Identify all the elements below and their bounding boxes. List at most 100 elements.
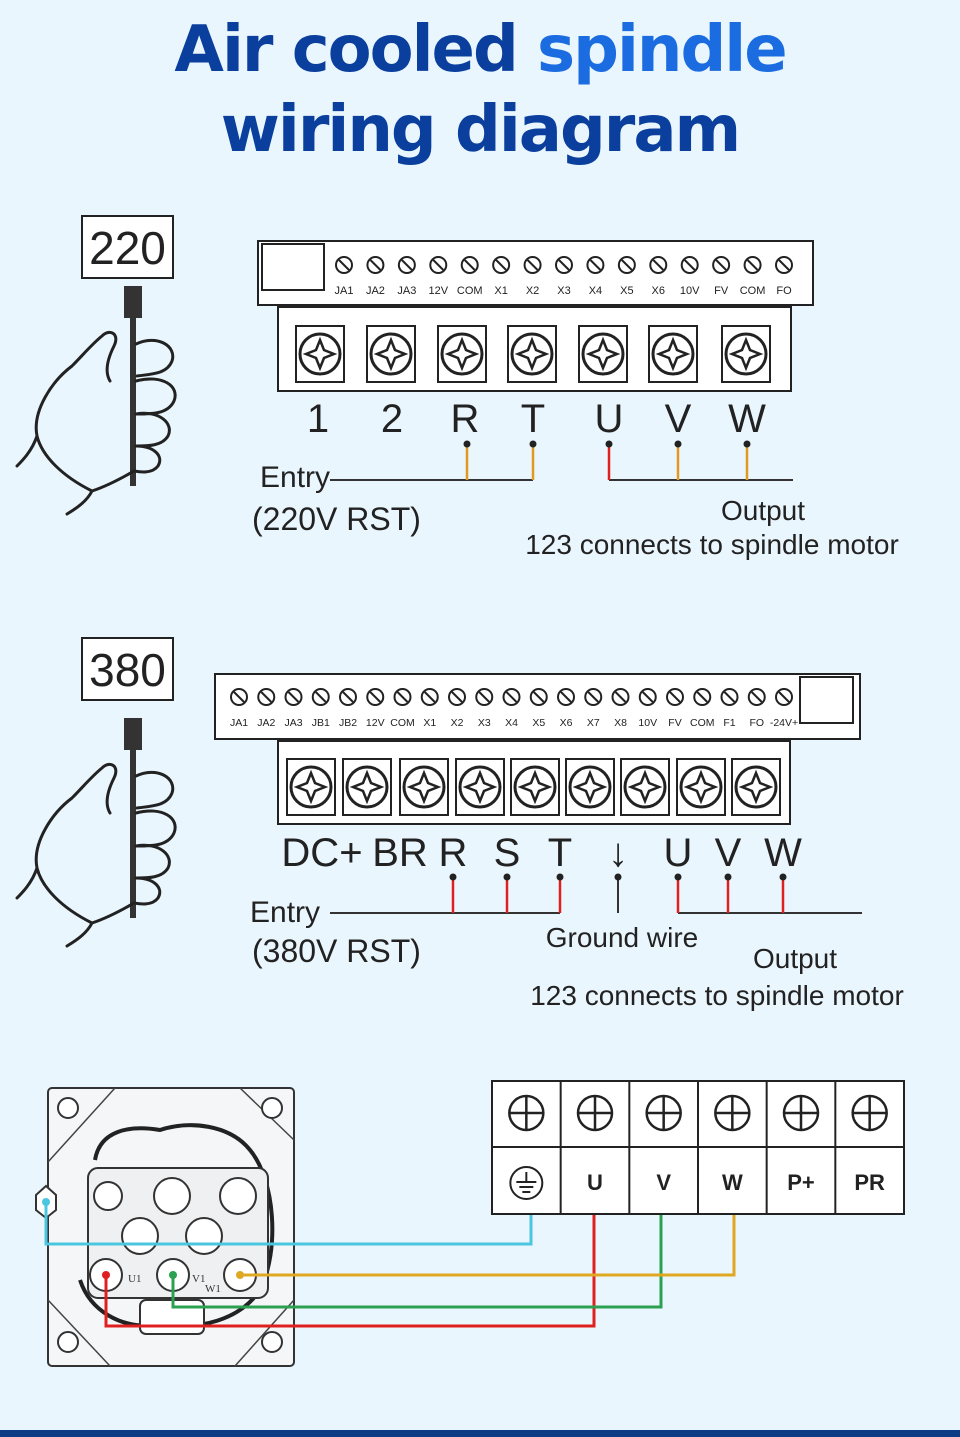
control-terminal-label: COM	[390, 717, 415, 729]
terminal-screw-icon	[775, 256, 793, 274]
wire-w	[240, 1205, 736, 1277]
motor-pin-label-u1: U1	[128, 1273, 141, 1285]
terminal-screw-icon	[502, 688, 521, 706]
control-terminal-label: JA2	[366, 285, 385, 297]
terminal-screw-icon	[555, 256, 573, 274]
wire-u	[104, 1205, 596, 1328]
power-screw-icon	[619, 757, 671, 817]
power-terminal-label: R	[439, 831, 468, 875]
hand-icon	[17, 718, 175, 946]
voltage-badge-380	[81, 637, 174, 701]
output-terminal-label: P+	[787, 1170, 815, 1195]
entry-sub-label: (220V RST)	[252, 501, 421, 537]
bottom-bar	[0, 1430, 960, 1437]
terminal-screw-icon	[284, 688, 303, 706]
power-screw-icon	[341, 757, 393, 817]
output-terminal-label: PR	[854, 1170, 885, 1195]
ground-label: Ground wire	[546, 922, 699, 953]
power-terminal-label: 2	[381, 397, 403, 441]
terminal-screw-icon	[557, 688, 575, 706]
diagram-title: Air cooled spindle wiring diagram	[0, 10, 960, 170]
title-line-2: wiring diagram	[220, 93, 741, 167]
control-terminal-label: X7	[587, 717, 600, 729]
control-terminal-label: X6	[652, 285, 665, 297]
hand-icon	[17, 286, 175, 514]
power-terminal-label: ↓	[608, 831, 628, 875]
output-sub-label: 123 connects to spindle motor	[525, 529, 899, 560]
control-terminal-label: JA1	[230, 717, 248, 729]
control-terminal-label: JA3	[284, 717, 302, 729]
terminal-screw-icon	[523, 256, 542, 274]
entry-sub-label: (380V RST)	[252, 933, 421, 969]
terminal-screw-icon	[851, 1094, 888, 1132]
control-terminal-label: 10V	[638, 717, 657, 729]
control-terminal-label: X3	[557, 285, 570, 297]
terminal-screw-icon	[311, 688, 330, 706]
power-screw-icon	[436, 324, 488, 384]
power-screw-icon	[509, 757, 561, 817]
control-label-box	[261, 243, 325, 291]
terminal-screw-icon	[611, 688, 630, 706]
control-terminal-label: JB1	[312, 717, 330, 729]
power-terminal-label: BR	[372, 831, 428, 875]
terminal-screw-icon	[775, 688, 793, 706]
voltage-badge-220-label: 220	[89, 222, 166, 274]
control-terminal-label: X5	[620, 285, 633, 297]
output-label: Output	[721, 495, 805, 526]
motor-pin-label-v1: V1	[192, 1273, 205, 1285]
control-terminal-label: X4	[505, 717, 518, 729]
terminal-dot	[556, 873, 564, 881]
control-terminal-label: COM	[690, 717, 715, 729]
power-terminal-label: T	[548, 831, 572, 875]
output-terminal-label: V	[656, 1170, 671, 1195]
power-terminal-label: R	[451, 397, 480, 441]
control-label-box	[799, 676, 854, 724]
control-terminal-label: 10V	[680, 285, 700, 297]
terminal-screw-icon	[584, 688, 603, 706]
terminal-dot	[674, 873, 682, 881]
power-terminal-label: S	[494, 831, 521, 875]
output-terminal-label: U	[587, 1170, 603, 1195]
control-terminal-label: FV	[668, 717, 681, 729]
power-screw-icon	[647, 324, 699, 384]
terminal-screw-icon	[429, 256, 448, 274]
motor-pin-label-w1: W1	[205, 1283, 221, 1295]
terminal-screw-icon	[460, 256, 479, 274]
power-screw-icon	[564, 757, 616, 817]
control-terminal-label: FO	[749, 717, 764, 729]
control-terminal-label: COM	[740, 285, 766, 297]
power-terminal-label: U	[595, 397, 624, 441]
terminal-screw-icon	[586, 256, 605, 274]
terminal-screw-icon	[475, 688, 494, 706]
terminal-screw-icon	[743, 256, 762, 274]
terminal-screw-icon	[693, 688, 712, 706]
terminal-screw-icon	[420, 688, 439, 706]
control-terminal-label: X8	[614, 717, 627, 729]
control-terminal-label: FV	[714, 285, 729, 297]
terminal-screw-icon	[397, 256, 416, 274]
terminal-screw-icon	[335, 256, 353, 274]
terminal-screw-icon	[576, 1094, 614, 1132]
title-line-1: Air cooled spindle	[0, 10, 960, 90]
output-sub-label: 123 connects to spindle motor	[530, 980, 904, 1011]
terminal-screw-icon	[714, 1094, 751, 1132]
terminal-dot	[724, 873, 732, 881]
terminal-screw-icon	[638, 688, 657, 706]
terminal-dot	[674, 440, 682, 448]
terminal-dot	[614, 873, 622, 881]
terminal-screw-icon	[257, 688, 276, 706]
power-terminal-label: U	[664, 831, 693, 875]
power-terminal-label: DC+	[281, 831, 362, 875]
power-screw-icon	[398, 757, 450, 817]
terminal-screw-icon	[393, 688, 412, 706]
title-part-2: spindle	[537, 13, 788, 87]
control-terminal-label: X4	[589, 285, 602, 297]
mount-hole	[57, 1097, 79, 1119]
